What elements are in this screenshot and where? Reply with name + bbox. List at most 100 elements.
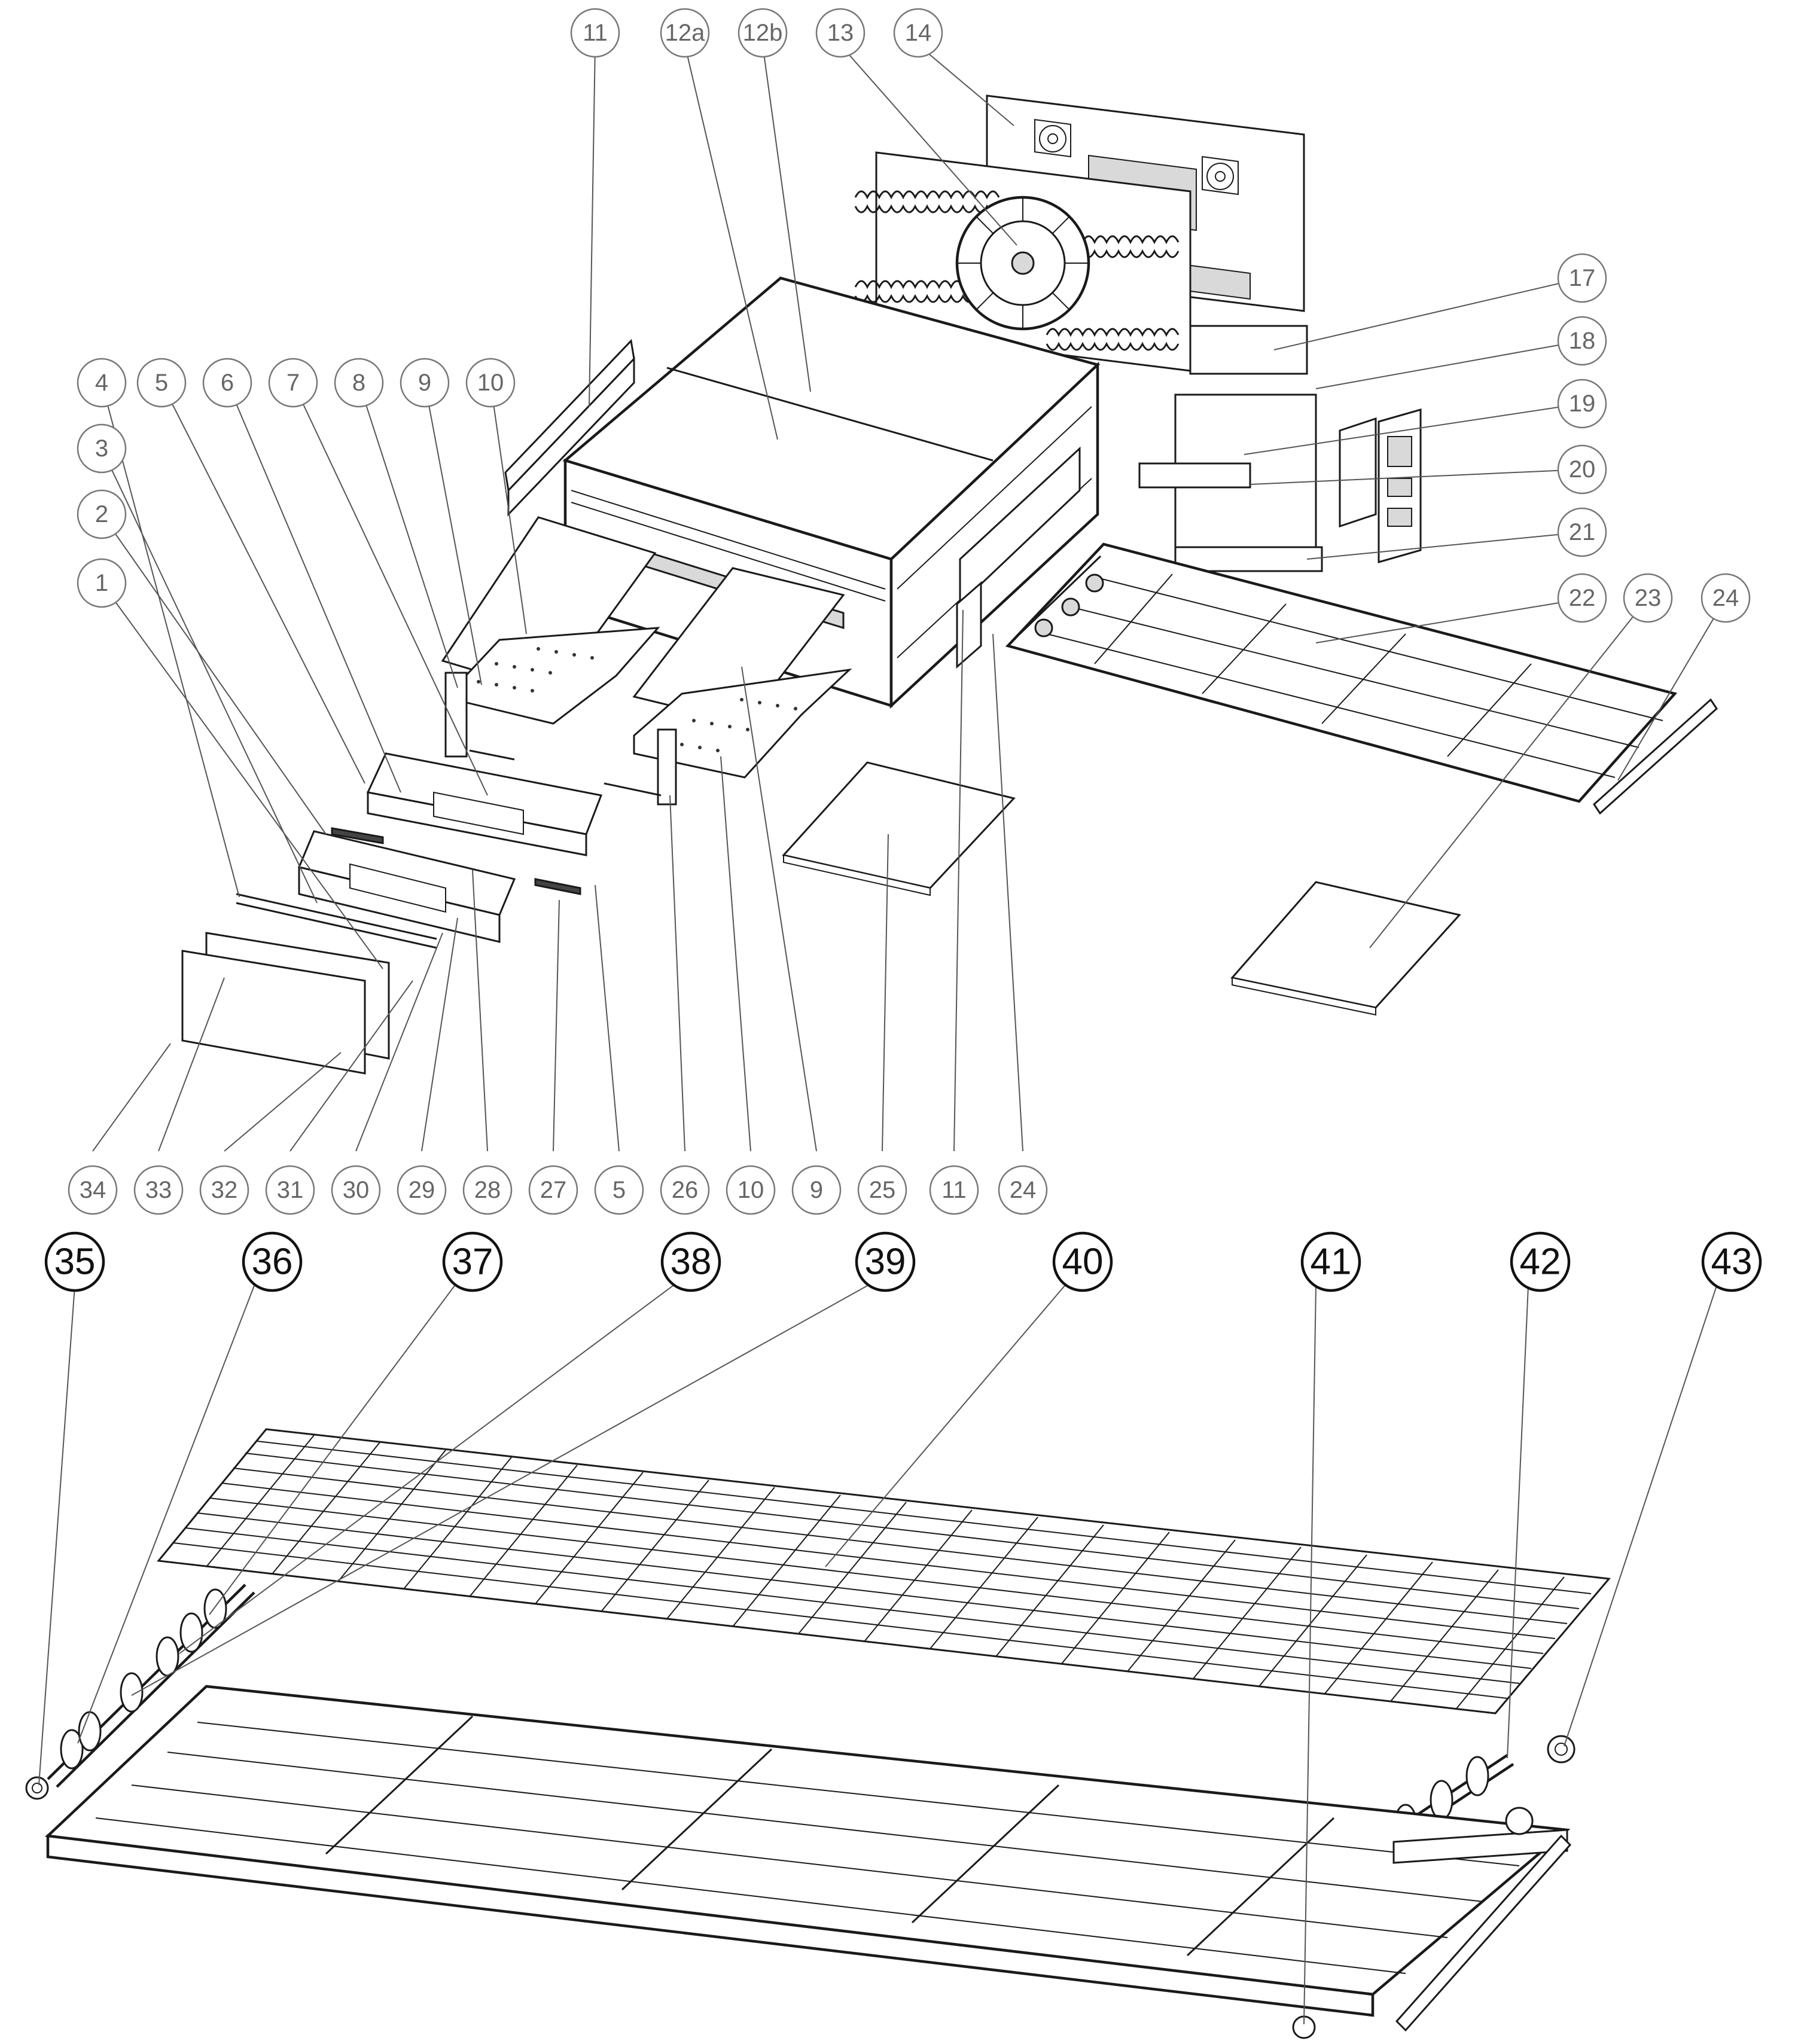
callout-36: 36 [242,1231,303,1292]
callout-11a: 11 [570,8,620,58]
callout-label: 10 [477,370,504,396]
callout-circle [265,1165,315,1215]
callout-label: 36 [252,1241,293,1283]
callout-label: 8 [352,370,365,396]
callout-label: 19 [1569,391,1596,417]
callout-label: 34 [80,1177,106,1203]
callout-25: 25 [857,1165,907,1215]
callout-label: 3 [95,435,108,462]
callout-14: 14 [893,8,943,58]
callout-label: 41 [1311,1241,1352,1283]
callout-30: 30 [331,1165,381,1215]
callout-17: 17 [1557,253,1607,303]
callout-label: 42 [1520,1241,1561,1283]
callout-circle [44,1231,105,1292]
callout-circle [1557,444,1607,495]
callout-label: 27 [540,1177,567,1203]
callout-circle [199,1165,249,1215]
callout-label: 5 [612,1177,626,1203]
callout-label: 30 [343,1177,370,1203]
callout-circle [570,8,620,58]
callout-2: 2 [77,489,127,539]
door-frame-rear [366,752,603,856]
callout-label: 17 [1569,265,1596,291]
callout-circle [242,1231,303,1292]
callout-4: 4 [77,358,127,408]
callout-label: 9 [810,1177,823,1203]
callout-12a: 12a [660,8,710,58]
callout-5a: 5 [136,358,187,408]
end-bar-right [1593,698,1718,815]
callout-6: 6 [202,358,252,408]
callout-34: 34 [68,1165,118,1215]
callout-3: 3 [77,423,127,474]
callout-label: 6 [221,370,234,396]
callout-label: 9 [418,370,431,396]
callout-label: 26 [672,1177,699,1203]
callout-41: 41 [1300,1231,1361,1292]
callout-circle [1557,316,1607,366]
control-box [1138,325,1422,572]
callout-circle [77,489,127,539]
callout-circle [857,1165,907,1215]
callout-label: 1 [95,570,108,596]
callout-38: 38 [660,1231,721,1292]
callout-10b: 10 [726,1165,776,1215]
callout-circle [462,1165,513,1215]
callout-label: 40 [1062,1241,1104,1283]
callout-8: 8 [334,358,384,408]
callout-24a: 24 [1701,573,1751,623]
callout-circle [1300,1231,1361,1292]
callout-label: 22 [1569,585,1596,611]
callout-circle [528,1165,578,1215]
callout-28: 28 [462,1165,513,1215]
callout-5b: 5 [594,1165,644,1215]
callout-42: 42 [1510,1231,1571,1292]
callout-label: 39 [865,1241,906,1283]
bearing-left [25,1776,49,1800]
callout-label: 28 [474,1177,501,1203]
callout-43: 43 [1701,1231,1762,1292]
callout-circle [1557,379,1607,429]
callout-label: 31 [277,1177,304,1203]
callout-circle [77,358,127,408]
callout-label: 10 [738,1177,764,1203]
callout-39: 39 [855,1231,916,1292]
callout-circle [68,1165,118,1215]
callout-circle [77,423,127,474]
callout-circle [1701,1231,1762,1292]
callout-circle [136,358,187,408]
callout-26: 26 [660,1165,710,1215]
callout-label: 18 [1569,328,1596,354]
callout-circle [660,1165,710,1215]
callout-10a: 10 [465,358,516,408]
leader-lines [38,44,1726,2025]
callout-31: 31 [265,1165,315,1215]
callout-label: 21 [1569,519,1596,545]
callout-23: 23 [1623,573,1673,623]
callout-circle [594,1165,644,1215]
callout-label: 35 [54,1241,96,1283]
callout-circle [660,1231,721,1292]
callout-7: 7 [268,358,318,408]
door-front-panel [181,950,366,1075]
callout-19: 19 [1557,379,1607,429]
callout-label: 38 [671,1241,712,1283]
callout-33: 33 [133,1165,184,1215]
callout-circle [331,1165,381,1215]
callout-circle [1623,573,1673,623]
crumb-tray-right [1230,881,1461,1016]
oven-cabinet [562,276,1101,709]
blower-wheel [955,196,1090,331]
callout-circle [442,1231,503,1292]
callout-circle [660,8,710,58]
callout-circle [268,358,318,408]
callout-32: 32 [199,1165,249,1215]
callout-label: 37 [452,1241,493,1283]
callout-circle [791,1165,842,1215]
callout-label: 43 [1711,1241,1753,1283]
conveyor-belt [157,1428,1611,1714]
crumb-tray-left [782,761,1016,896]
door-frame-front [297,830,516,943]
